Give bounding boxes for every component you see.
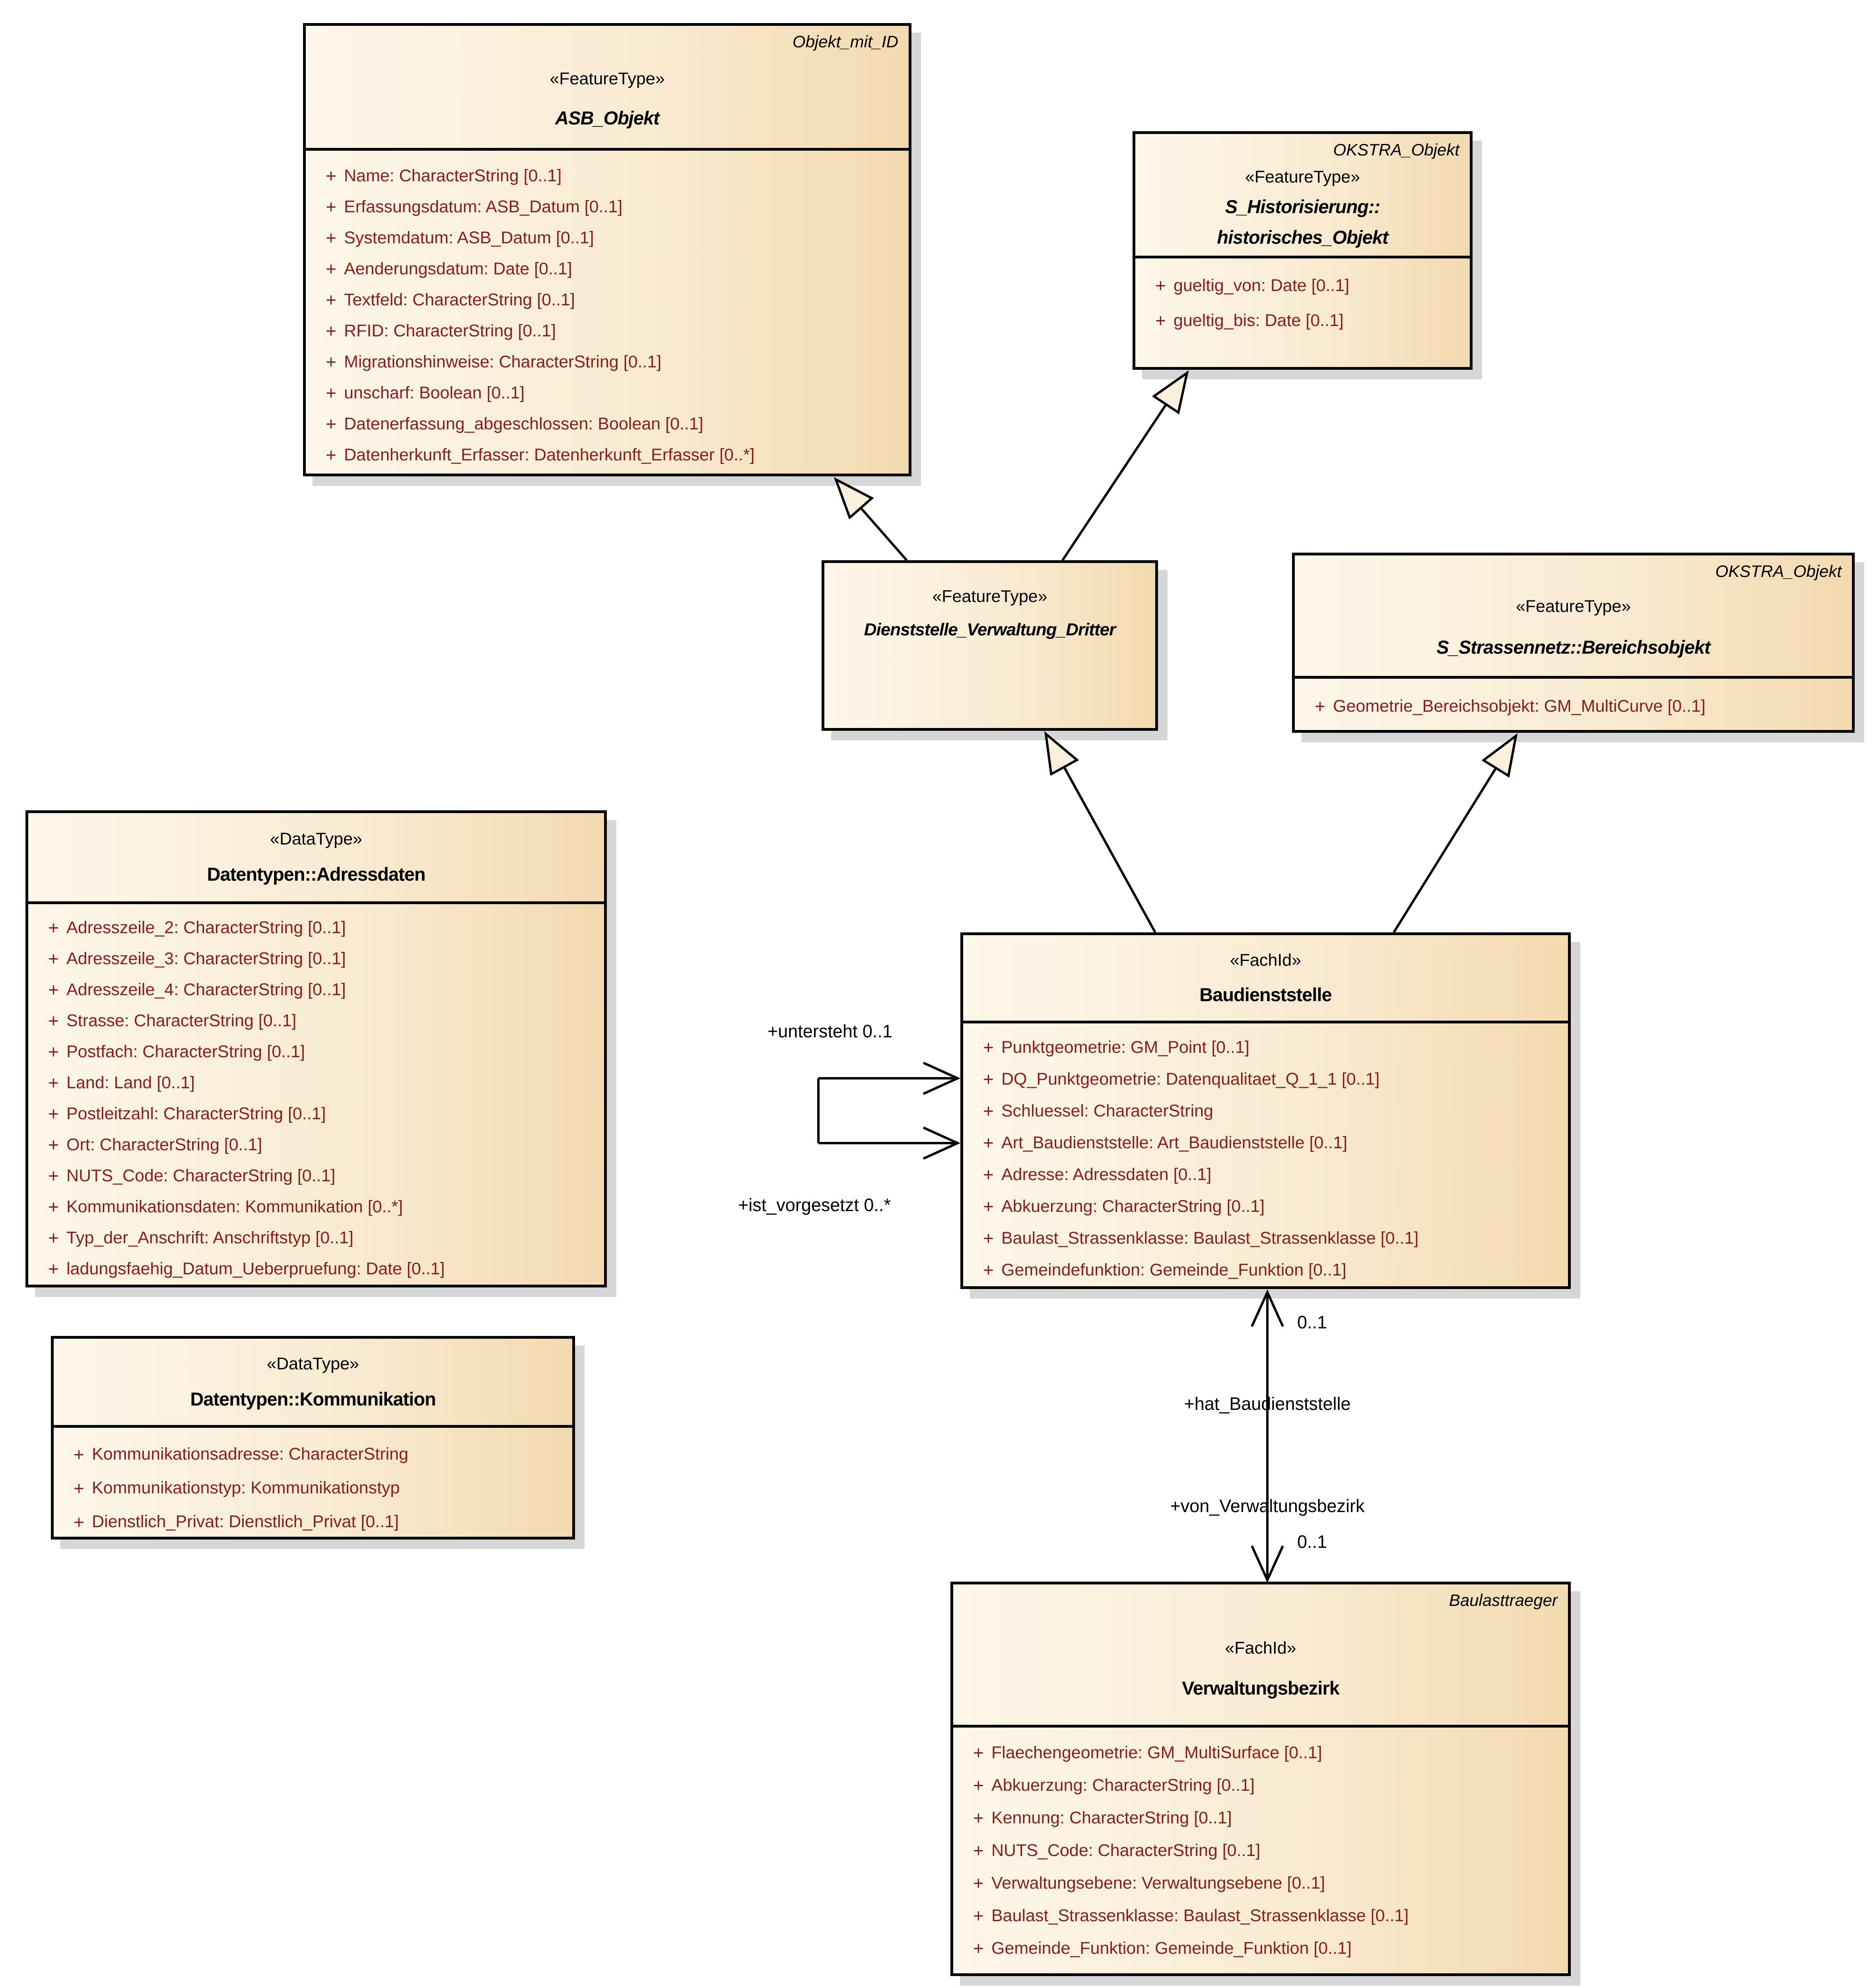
attribute-row: +gueltig_von: Date [0..1] xyxy=(1155,275,1350,296)
class-name: Datentypen::Kommunikation xyxy=(190,1388,436,1409)
attribute-row: +Kommunikationsadresse: CharacterString xyxy=(74,1444,408,1465)
attribute-row: +Kennung: CharacterString [0..1] xyxy=(973,1807,1232,1828)
role-label-hat-baudienststelle: +hat_Baudienststelle xyxy=(1184,1394,1351,1414)
package-tag: OKSTRA_Objekt xyxy=(1715,562,1842,580)
attribute-row: +Baulast_Strassenklasse: Baulast_Strasse… xyxy=(973,1905,1409,1926)
package-tag: Baulasttraeger xyxy=(1449,1591,1558,1609)
role-label-ist-vorgesetzt: +ist_vorgesetzt 0..* xyxy=(738,1195,891,1215)
attribute-row: +Dienstlich_Privat: Dienstlich_Privat [0… xyxy=(74,1511,399,1532)
class-name: Datentypen::Adressdaten xyxy=(207,864,426,885)
attribute-row: +Geometrie_Bereichsobjekt: GM_MultiCurve… xyxy=(1315,696,1706,716)
generalization-dienststelle-to-historisches-objekt xyxy=(1061,373,1187,561)
role-label-von-verwaltungsbezirk: +von_Verwaltungsbezirk xyxy=(1170,1496,1365,1516)
stereotype-label: «DataType» xyxy=(267,1354,359,1373)
package-tag: OKSTRA_Objekt xyxy=(1333,140,1459,159)
attribute-row: +Postfach: CharacterString [0..1] xyxy=(48,1041,305,1062)
attribute-row: +Name: CharacterString [0..1] xyxy=(326,165,562,186)
class-box-kommunikation: «DataType» Datentypen::Kommunikation +Ko… xyxy=(51,1336,575,1540)
attribute-row: +Datenerfassung_abgeschlossen: Boolean [… xyxy=(326,414,703,434)
attribute-row: +Kommunikationsdaten: Kommunikation [0..… xyxy=(48,1196,403,1217)
class-name-line2: historisches_Objekt xyxy=(1217,226,1388,248)
role-label-untersteht: +untersteht 0..1 xyxy=(767,1021,892,1041)
attribute-row: +Gemeindefunktion: Gemeinde_Funktion [0.… xyxy=(983,1260,1346,1280)
attribute-row: +Punktgeometrie: GM_Point [0..1] xyxy=(983,1037,1249,1058)
attribute-row: +DQ_Punktgeometrie: Datenqualitaet_Q_1_1… xyxy=(983,1069,1380,1089)
class-name: Dienststelle_Verwaltung_Dritter xyxy=(864,620,1116,639)
attribute-row: +Kommunikationstyp: Kommunikationstyp xyxy=(74,1477,400,1499)
attribute-row: +Aenderungsdatum: Date [0..1] xyxy=(326,258,572,279)
attribute-row: +Migrationshinweise: CharacterString [0.… xyxy=(326,351,662,372)
class-box-historisches-objekt: OKSTRA_Objekt «FeatureType» S_Historisie… xyxy=(1133,131,1473,370)
stereotype-label: «FachId» xyxy=(1225,1638,1296,1658)
generalization-baudienststelle-to-bereichsobjekt xyxy=(1393,736,1516,933)
class-name: Baudienststelle xyxy=(1199,984,1332,1005)
attribute-row: +Adresszeile_4: CharacterString [0..1] xyxy=(48,979,346,1000)
package-tag: Objekt_mit_ID xyxy=(792,32,898,51)
stereotype-label: «FeatureType» xyxy=(932,587,1047,606)
class-name: Verwaltungsbezirk xyxy=(1182,1677,1340,1699)
attribute-row: +NUTS_Code: CharacterString [0..1] xyxy=(48,1165,336,1186)
attribute-row: +Typ_der_Anschrift: Anschriftstyp [0..1] xyxy=(48,1227,354,1248)
class-box-bereichsobjekt: OKSTRA_Objekt «FeatureType» S_Strassenne… xyxy=(1292,553,1855,733)
attribute-row: +Datenherkunft_Erfasser: Datenherkunft_E… xyxy=(326,445,755,465)
class-name: S_Strassennetz::Bereichsobjekt xyxy=(1436,636,1710,658)
attribute-row: +Strasse: CharacterString [0..1] xyxy=(48,1010,297,1031)
class-box-adressdaten: «DataType» Datentypen::Adressdaten +Adre… xyxy=(25,810,607,1287)
attribute-row: +gueltig_bis: Date [0..1] xyxy=(1155,310,1344,331)
multiplicity-bottom: 0..1 xyxy=(1297,1532,1327,1552)
attribute-row: +ladungsfaehig_Datum_Ueberpruefung: Date… xyxy=(48,1258,445,1279)
multiplicity-top: 0..1 xyxy=(1297,1312,1327,1332)
attribute-row: +Erfassungsdatum: ASB_Datum [0..1] xyxy=(326,196,623,217)
class-name-line1: S_Historisierung:: xyxy=(1225,196,1380,217)
attribute-row: +Systemdatum: ASB_Datum [0..1] xyxy=(326,227,594,248)
attribute-row: +Baulast_Strassenklasse: Baulast_Strasse… xyxy=(983,1228,1419,1248)
attribute-row: +Art_Baudienststelle: Art_Baudienststell… xyxy=(983,1132,1348,1153)
class-name: ASB_Objekt xyxy=(555,107,660,128)
attribute-row: +Abkuerzung: CharacterString [0..1] xyxy=(983,1196,1265,1217)
attribute-row: +Adresszeile_2: CharacterString [0..1] xyxy=(48,917,346,938)
attribute-row: +Flaechengeometrie: GM_MultiSurface [0..… xyxy=(973,1742,1322,1763)
attribute-row: +Verwaltungsebene: Verwaltungsebene [0..… xyxy=(973,1873,1325,1893)
attribute-row: +NUTS_Code: CharacterString [0..1] xyxy=(973,1840,1261,1861)
class-box-verwaltungsbezirk: Baulasttraeger «FachId» Verwaltungsbezir… xyxy=(950,1582,1571,1976)
attribute-row: +Land: Land [0..1] xyxy=(48,1072,195,1093)
stereotype-label: «FeatureType» xyxy=(1245,167,1360,186)
attribute-row: +Abkuerzung: CharacterString [0..1] xyxy=(973,1775,1255,1796)
stereotype-label: «FachId» xyxy=(1230,950,1302,970)
class-box-baudienststelle: «FachId» Baudienststelle +Punktgeometrie… xyxy=(960,932,1571,1289)
class-box-dienststelle-verwaltung-dritter: «FeatureType» Dienststelle_Verwaltung_Dr… xyxy=(822,560,1158,731)
attribute-row: +Adresse: Adressdaten [0..1] xyxy=(983,1164,1212,1185)
attribute-row: +unscharf: Boolean [0..1] xyxy=(326,382,525,403)
attribute-row: +Schluessel: CharacterString xyxy=(983,1101,1213,1121)
attribute-row: +Postleitzahl: CharacterString [0..1] xyxy=(48,1103,326,1124)
stereotype-label: «DataType» xyxy=(270,829,362,848)
attribute-row: +Ort: CharacterString [0..1] xyxy=(48,1134,262,1155)
attribute-row: +RFID: CharacterString [0..1] xyxy=(326,320,556,341)
stereotype-label: «FeatureType» xyxy=(550,69,665,88)
attribute-row: +Textfeld: CharacterString [0..1] xyxy=(326,289,575,310)
class-box-asb-objekt: Objekt_mit_ID «FeatureType» ASB_Objekt +… xyxy=(303,23,911,476)
generalization-baudienststelle-to-dienststelle xyxy=(1046,734,1156,933)
attribute-row: +Adresszeile_3: CharacterString [0..1] xyxy=(48,948,346,969)
stereotype-label: «FeatureType» xyxy=(1515,596,1631,616)
generalization-dienststelle-to-asb-objekt xyxy=(836,480,908,561)
attribute-row: +Gemeinde_Funktion: Gemeinde_Funktion [0… xyxy=(973,1938,1352,1959)
